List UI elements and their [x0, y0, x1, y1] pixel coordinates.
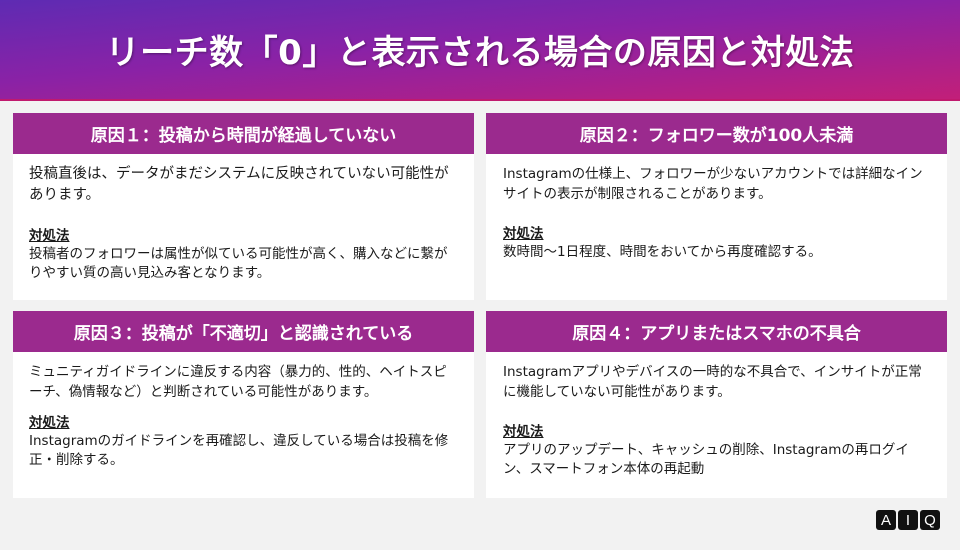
logo-letter-a: A	[876, 510, 896, 530]
cause-heading: 原因２：フォロワー数が100人未満	[486, 113, 947, 154]
cause-card-3: 原因３：投稿が「不適切」と認識されている ミュニティガイドラインに違反する内容（…	[13, 311, 474, 498]
title-banner: リーチ数「0」と表示される場合の原因と対処法	[0, 0, 960, 101]
remedy-text: Instagramのガイドラインを再確認し、違反している場合は投稿を修正・削除す…	[29, 433, 449, 468]
cause-description: Instagramの仕様上、フォロワーが少ないアカウントでは詳細なインサイトの表…	[503, 166, 923, 202]
aiq-logo: A I Q	[876, 510, 940, 530]
cause-card-4: 原因４：アプリまたはスマホの不具合 Instagramアプリやデバイスの一時的な…	[486, 311, 947, 498]
cause-description: Instagramアプリやデバイスの一時的な不具合で、インサイトが正常に機能して…	[503, 364, 922, 400]
cause-body: Instagramアプリやデバイスの一時的な不具合で、インサイトが正常に機能して…	[486, 352, 947, 479]
remedy-text: 投稿者のフォロワーは属性が似ている可能性が高く、購入などに繋がりやすい質の高い見…	[29, 246, 448, 281]
remedy-label: 対処法	[29, 228, 70, 244]
cause-heading: 原因１：投稿から時間が経過していない	[13, 113, 474, 154]
remedy-text: 数時間〜1日程度、時間をおいてから再度確認する。	[503, 244, 822, 260]
cause-body: Instagramの仕様上、フォロワーが少ないアカウントでは詳細なインサイトの表…	[486, 154, 947, 262]
remedy-label: 対処法	[503, 226, 544, 242]
remedy-label: 対処法	[29, 415, 70, 431]
remedy-text: アプリのアップデート、キャッシュの削除、Instagramの再ログイン、スマート…	[503, 442, 909, 477]
cause-description: ミュニティガイドラインに違反する内容（暴力的、性的、ヘイトスピーチ、偽情報など）…	[29, 364, 447, 400]
cause-description: 投稿直後は、データがまだシステムに反映されていない可能性があります。	[29, 166, 449, 203]
logo-letter-i: I	[898, 510, 918, 530]
cause-heading: 原因４：アプリまたはスマホの不具合	[486, 311, 947, 352]
cause-body: ミュニティガイドラインに違反する内容（暴力的、性的、ヘイトスピーチ、偽情報など）…	[13, 352, 474, 470]
cause-body: 投稿直後は、データがまだシステムに反映されていない可能性があります。 対処法 投…	[13, 154, 474, 283]
remedy-label: 対処法	[503, 424, 544, 440]
page-title: リーチ数「0」と表示される場合の原因と対処法	[105, 33, 855, 73]
logo-letter-q: Q	[920, 510, 940, 530]
cause-heading: 原因３：投稿が「不適切」と認識されている	[13, 311, 474, 352]
cause-card-2: 原因２：フォロワー数が100人未満 Instagramの仕様上、フォロワーが少な…	[486, 113, 947, 300]
cause-card-1: 原因１：投稿から時間が経過していない 投稿直後は、データがまだシステムに反映され…	[13, 113, 474, 300]
